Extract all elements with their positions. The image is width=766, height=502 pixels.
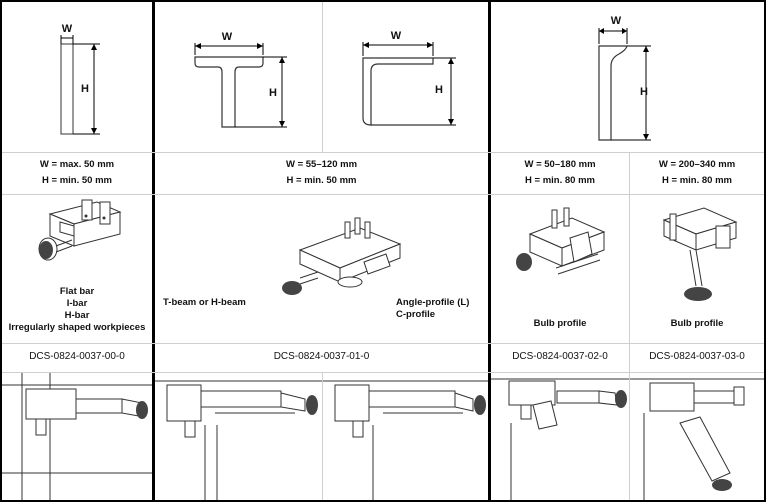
bulb-large-spec: W = 200–340 mm H = min. 80 mm: [630, 157, 764, 189]
fixture-01-illustration: [282, 217, 402, 295]
mounted-fixture-00: [2, 373, 152, 500]
mounted-fixture-03: [630, 378, 764, 500]
code-01: DCS-0824-0037-01-0: [273, 351, 370, 362]
row-divider-3: [2, 343, 764, 344]
bulb-w-label: W: [610, 15, 622, 27]
flat-spec-h: H = min. 50 mm: [42, 175, 112, 186]
bulb-profile-diagram: [598, 28, 651, 141]
flat-bar-diagram: [60, 35, 100, 135]
tbeam-spec-h: H = min. 50 mm: [286, 175, 357, 186]
row-divider-2: [2, 194, 764, 195]
tbeam-spec-w: W = 55–120 mm: [285, 159, 358, 170]
tbeam-label: T-beam or H-beam: [163, 297, 246, 308]
bulb-small-spec-w: W = 50–180 mm: [524, 159, 596, 170]
tbeam-w-label: W: [221, 31, 233, 43]
flat-spec: W = max. 50 mm H = min. 50 mm: [2, 157, 152, 189]
mounted-fixture-02: [491, 378, 629, 500]
mounted-fixture-01b: [323, 380, 488, 500]
row-divider-4: [2, 372, 764, 373]
mounted-fixture-01a: [155, 380, 322, 500]
frame-top: [0, 0, 766, 2]
bulb-small-spec-h: H = min. 80 mm: [525, 175, 595, 186]
bulb-small-label: Bulb profile: [533, 318, 587, 329]
fixture-03-illustration: [662, 207, 738, 301]
flat-label-i-bar: I-bar: [66, 298, 88, 309]
inner-divider-tbeam-angle-bottom: [322, 372, 323, 500]
t-beam-diagram: [194, 43, 287, 128]
angle-label-block: Angle-profile (L) C-profile: [396, 297, 486, 321]
flat-w-label: W: [61, 23, 73, 35]
bulb-large-spec-w: W = 200–340 mm: [658, 159, 736, 170]
angle-profile-diagram: [362, 42, 456, 126]
angle-w-label: W: [390, 30, 402, 42]
flat-h-label: H: [81, 83, 89, 95]
flat-label-block: Flat bar I-bar H-bar Irregularly shaped …: [2, 286, 152, 334]
inner-divider-bulb: [629, 152, 630, 500]
code-00: DCS-0824-0037-00-0: [29, 351, 125, 362]
bulb-large-spec-h: H = min. 80 mm: [662, 175, 732, 186]
flat-label-irregular: Irregularly shaped workpieces: [8, 322, 146, 333]
bulb-h-label: H: [640, 86, 648, 98]
frame-divider-2: [488, 0, 491, 502]
flat-label-flat-bar: Flat bar: [59, 286, 95, 297]
angle-label-l: Angle-profile (L): [396, 297, 470, 308]
frame-left: [0, 0, 2, 502]
frame-divider-1: [152, 0, 155, 502]
frame-right: [764, 0, 766, 502]
code-02: DCS-0824-0037-02-0: [512, 351, 608, 362]
tbeam-h-label: H: [269, 87, 277, 99]
angle-label-c: C-profile: [396, 309, 436, 320]
bulb-small-spec: W = 50–180 mm H = min. 80 mm: [491, 157, 629, 189]
flat-spec-w: W = max. 50 mm: [39, 159, 115, 170]
fixture-02-illustration: [516, 207, 606, 275]
code-03: DCS-0824-0037-03-0: [649, 351, 745, 362]
angle-h-label: H: [435, 84, 443, 96]
inner-divider-tbeam-angle: [322, 2, 323, 152]
row-divider-1: [2, 152, 764, 153]
bulb-large-label: Bulb profile: [670, 318, 724, 329]
fixture-00-illustration: [38, 199, 122, 261]
flat-label-h-bar: H-bar: [64, 310, 90, 321]
tbeam-spec: W = 55–120 mm H = min. 50 mm: [155, 157, 488, 189]
frame-bottom: [0, 500, 766, 502]
